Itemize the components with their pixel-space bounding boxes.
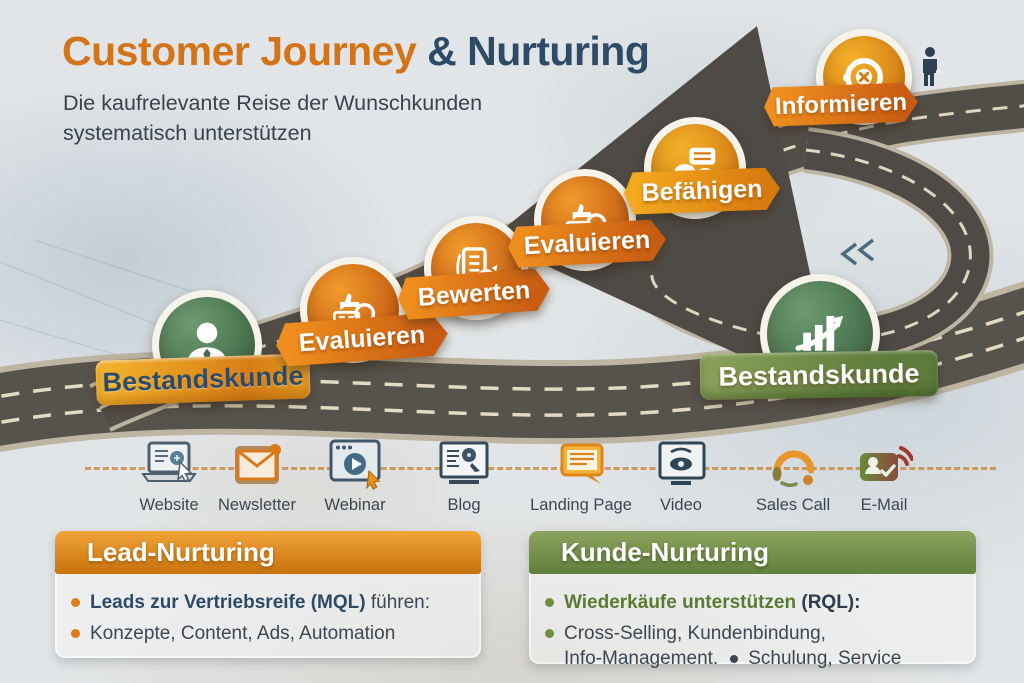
lead-bullet-1-bold: Leads zur Vertriebsreife (MQL)	[90, 592, 366, 613]
channel-landing-page[interactable]: Landing Page	[526, 438, 636, 515]
page-bubble-icon	[560, 443, 604, 484]
channel-video[interactable]: Video	[626, 438, 736, 515]
kunde-bullet-2-extra: Schulung, Service	[748, 648, 902, 670]
channel-label: Video	[660, 496, 702, 514]
eye-monitor-icon	[658, 441, 706, 485]
lead-nurturing-box: Lead-Nurturing Leads zur Vertriebsreife …	[55, 531, 481, 658]
subtitle-line-2: systematisch unterstützen	[63, 121, 312, 146]
channel-dashed-line	[85, 467, 996, 470]
lead-bullet-1-rest: führen:	[365, 592, 431, 613]
channel-website[interactable]: Website	[114, 438, 224, 515]
page-subtitle: Die kaufrelevante Reise der Wunschkunden…	[63, 88, 482, 148]
kunde-nurturing-box: Kunde-Nurturing Wiederkäufe unterstützen…	[529, 531, 976, 669]
laptop-cursor-icon	[141, 441, 197, 483]
blog-monitor-icon	[439, 441, 489, 484]
kunde-bullet-2-line2: Info-Management.	[564, 648, 719, 670]
channel-blog[interactable]: Blog	[409, 438, 519, 515]
envelope-icon	[235, 444, 281, 484]
channel-label: Webinar	[324, 496, 386, 514]
stage-label: Bestandskunde	[699, 349, 939, 401]
stage-label: Befähigen	[623, 167, 780, 214]
channel-label: Website	[139, 496, 199, 514]
stage-label: Informieren	[763, 82, 918, 126]
kunde-bullet-1-bold: Wiederkäufe unterstützen	[564, 592, 797, 613]
headset-icon	[772, 450, 815, 488]
kunde-nurturing-title: Kunde-Nurturing	[561, 537, 769, 567]
play-window-icon	[329, 439, 381, 490]
kunde-nurturing-header: Kunde-Nurturing	[529, 531, 976, 574]
lead-bullet-2-text: Konzepte, Content, Ads, Automation	[90, 623, 396, 645]
lead-nurturing-title: Lead-Nurturing	[87, 537, 275, 567]
title-part-orange: Customer Journey	[62, 28, 417, 74]
kunde-bullet-1-rest: (RQL):	[796, 592, 861, 613]
stage-befaehigen[interactable]: Befähigen	[623, 167, 780, 214]
channel-sales-call[interactable]: Sales Call	[738, 438, 848, 515]
back-chevrons-icon	[840, 238, 875, 266]
stage-evaluieren-2[interactable]: Evaluieren	[507, 219, 667, 268]
channel-label: Blog	[447, 496, 481, 514]
channel-webinar[interactable]: Webinar	[300, 438, 410, 515]
channel-label: Landing Page	[530, 496, 632, 514]
inline-bullet-dot	[730, 655, 739, 664]
channel-label: Newsletter	[218, 496, 296, 514]
bullet-dot	[71, 629, 80, 639]
lead-bullet-2: Konzepte, Content, Ads, Automation	[71, 621, 465, 646]
subtitle-line-1: Die kaufrelevante Reise der Wunschkunden	[63, 91, 483, 115]
stage-bestandskunde-end[interactable]: Bestandskunde	[699, 349, 939, 401]
kunde-bullet-2-line1: Cross-Selling, Kundenbindung,	[564, 623, 826, 645]
stage-informieren[interactable]: Informieren	[763, 82, 918, 126]
lead-bullet-1: Leads zur Vertriebsreife (MQL) führen:	[71, 590, 465, 615]
lead-nurturing-header: Lead-Nurturing	[55, 531, 481, 574]
kunde-bullet-1: Wiederkäufe unterstützen (RQL):	[545, 590, 960, 615]
person-figure-icon	[923, 47, 942, 86]
channel-label: E-Mail	[860, 496, 908, 514]
channel-email[interactable]: E-Mail	[829, 438, 939, 515]
kunde-bullet-2: Cross-Selling, Kundenbindung, Info-Manag…	[545, 621, 960, 671]
bullet-dot	[545, 629, 554, 639]
bullet-dot	[71, 598, 80, 607]
channel-label: Sales Call	[755, 496, 831, 514]
channel-newsletter[interactable]: Newsletter	[202, 438, 312, 515]
bullet-dot	[545, 598, 554, 607]
stage-label: Evaluieren	[507, 219, 667, 268]
contact-mail-icon	[860, 446, 913, 481]
